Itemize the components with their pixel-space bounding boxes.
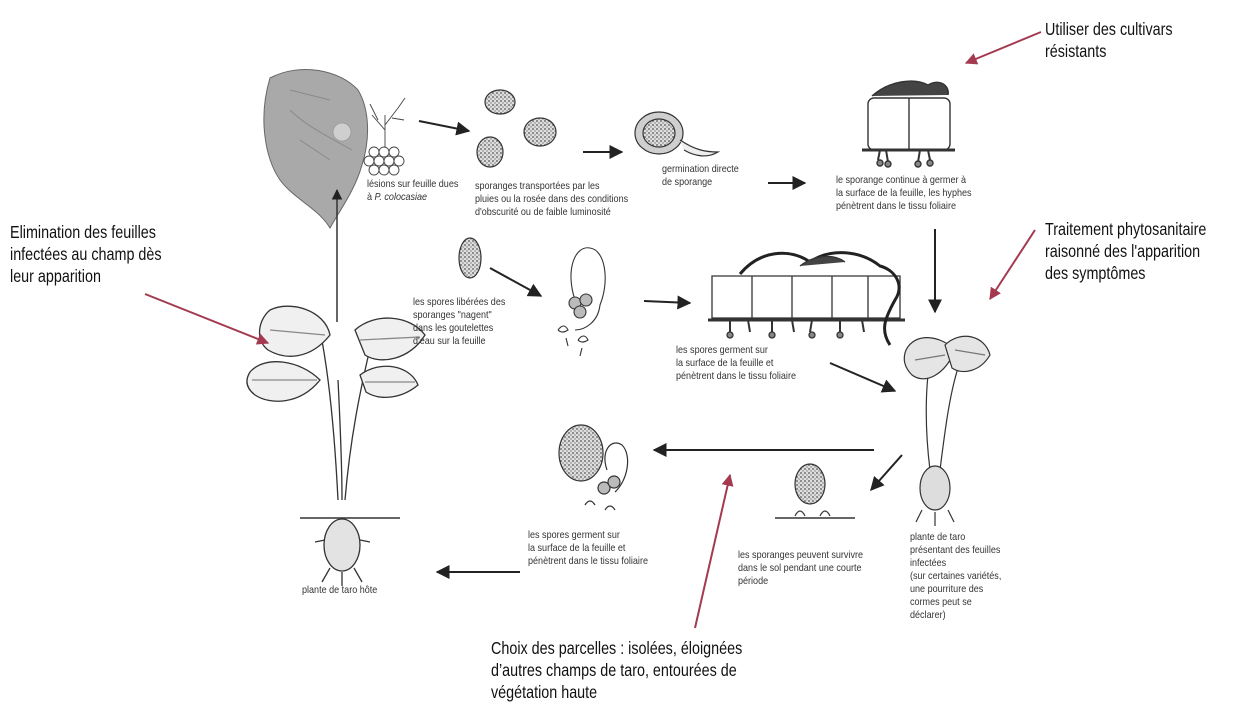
control-parcelles-label: Choix des parcelles : isolées, éloignées… [491, 638, 743, 702]
leaf-section-top-illustration [862, 80, 955, 168]
leaf-section-middle-illustration [708, 251, 905, 346]
lesion-sporangia-illustration [363, 97, 406, 176]
swimming-zoospores-illustration [557, 247, 606, 357]
germinating-sporangium-illustration [634, 111, 721, 157]
soil-sporangia-illustration [775, 463, 855, 519]
control-arrows [144, 31, 1042, 629]
stage-plante-hote-label: plante de taro hôte [302, 584, 378, 596]
infected-leaf-illustration [263, 68, 369, 229]
infected-taro-plant-illustration [903, 335, 991, 526]
host-taro-plant-illustration [246, 188, 426, 586]
germinating-spores-bottom-illustration [558, 424, 629, 511]
stage-lesions-label: lésions sur feuille dues à P. colocasiae [367, 178, 459, 203]
sporangia-illustration [476, 89, 557, 168]
sporangium-zoospores-illustration [458, 237, 482, 279]
